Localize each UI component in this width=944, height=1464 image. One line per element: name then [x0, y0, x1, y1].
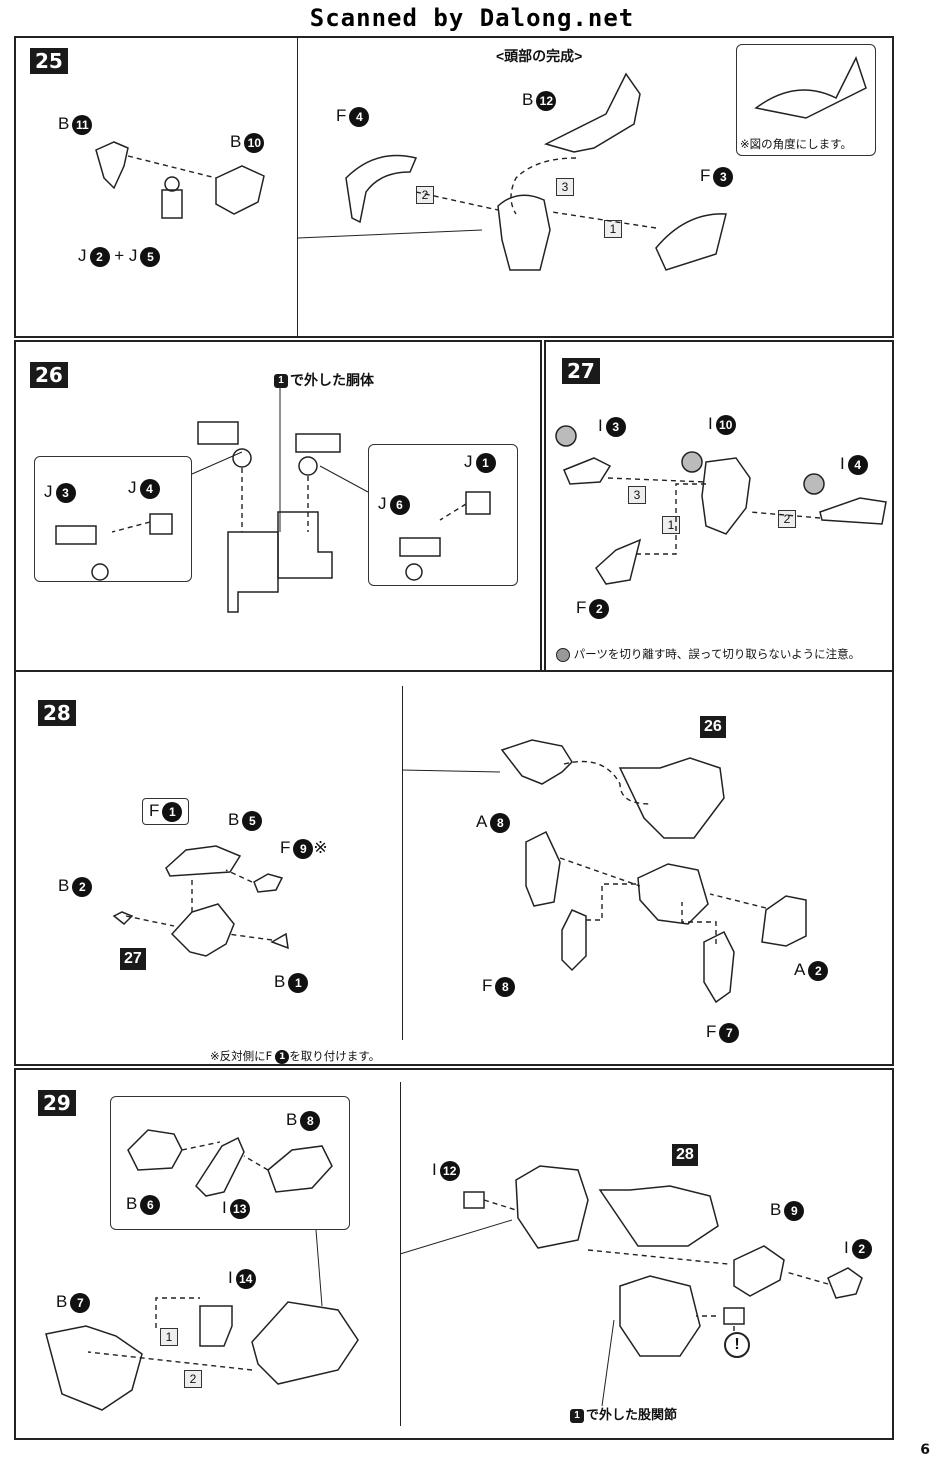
step-25-drawing — [95, 56, 867, 271]
order-3: 3 — [556, 176, 574, 196]
ref-27: 27 — [120, 948, 146, 970]
page-number: 6 — [920, 1442, 930, 1458]
step-27-note: パーツを切り離す時、誤って切り取らないように注意。 — [556, 646, 860, 662]
step-26-number: 26 — [30, 362, 68, 388]
warning-icon: ! — [724, 1332, 750, 1358]
order-1: 1 — [160, 1326, 178, 1346]
order-3: 3 — [628, 484, 646, 504]
step-28-drawing — [112, 739, 807, 1004]
caution-icon — [556, 647, 570, 662]
ref-28: 28 — [672, 1144, 698, 1166]
step-29-drawing — [45, 1129, 863, 1411]
ref-26: 26 — [700, 716, 726, 738]
order-1: 1 — [604, 218, 622, 238]
step-25-note: ※図の角度にします。 — [740, 137, 852, 151]
step-27-number: 27 — [562, 358, 600, 384]
step-27-drawing — [555, 425, 887, 585]
step-26-inset-right — [368, 444, 518, 586]
step-29-number: 29 — [38, 1090, 76, 1116]
step-28-number: 28 — [38, 700, 76, 726]
divider — [402, 686, 403, 1040]
watermark: Scanned by Dalong.net — [309, 4, 635, 32]
step-26-drawing — [55, 386, 491, 613]
step-26-inset-left — [34, 456, 192, 582]
order-2: 2 — [416, 184, 434, 204]
step-29-inset — [110, 1096, 350, 1230]
angle-inset — [736, 44, 876, 156]
divider — [297, 38, 298, 336]
step-25-number: 25 — [30, 48, 68, 74]
step-25-heading: <頭部の完成> — [496, 48, 583, 64]
order-2: 2 — [184, 1368, 202, 1388]
